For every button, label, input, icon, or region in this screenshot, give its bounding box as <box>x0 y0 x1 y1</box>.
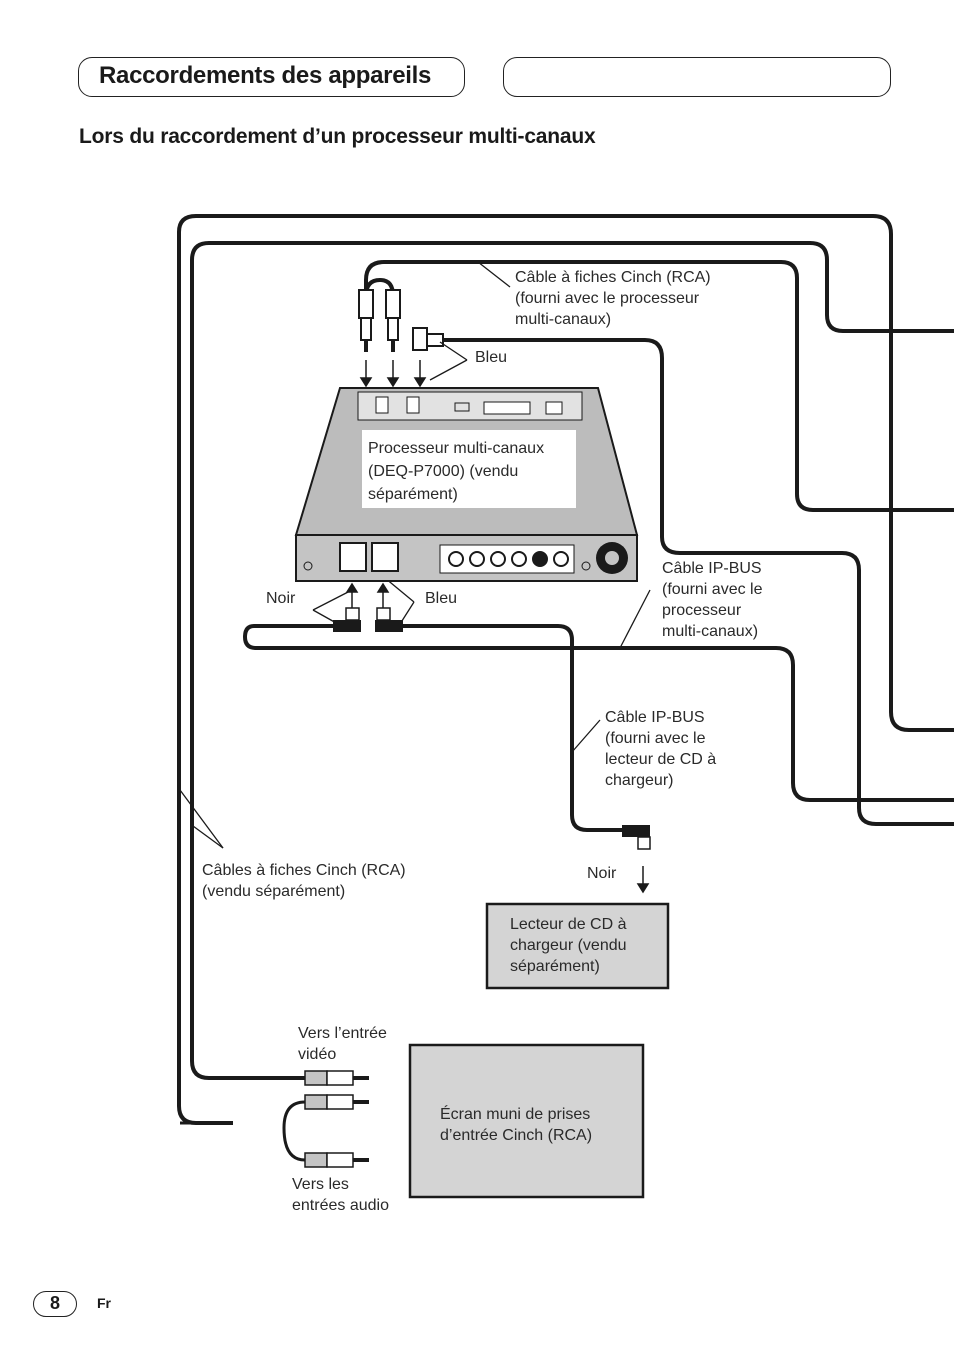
ipbus-cable-cd <box>403 624 624 832</box>
label-noir-left: Noir <box>266 590 296 607</box>
label-audio-inputs: Vers les entrées audio <box>292 1176 389 1214</box>
processor-unit <box>294 387 639 582</box>
cd-changer-box <box>485 902 670 990</box>
label-video-input: Vers l’entrée vidéo <box>298 1025 387 1063</box>
arrows-into-ipbus <box>345 582 390 608</box>
section-title: Raccordements des appareils <box>99 62 432 89</box>
rca-plug-left <box>358 289 374 352</box>
ipbus-plug-cd <box>622 825 651 850</box>
audio-cable-split <box>282 1100 306 1162</box>
ipbus-cable-processor <box>242 624 954 802</box>
outer-cable-1 <box>177 214 954 1125</box>
language-code: Fr <box>97 1295 111 1311</box>
arrows-into-processor <box>359 360 427 388</box>
display-box <box>408 1043 645 1199</box>
rca-plug-audio-2 <box>304 1152 369 1168</box>
label-cd-changer: Lecteur de CD à chargeur (vendu séparéme… <box>510 916 627 975</box>
rca-cable-split <box>364 277 395 297</box>
label-bleu-top: Bleu <box>475 349 508 366</box>
rca-cable-processor <box>364 260 954 512</box>
blank-header-pill <box>503 57 891 97</box>
rca-plug-audio-1 <box>304 1094 369 1110</box>
ipbus-plug-blue <box>375 607 403 632</box>
label-noir-cd: Noir <box>587 865 617 882</box>
label-rca-cable-processor: Câble à fiches Cinch (RCA) (fourni avec … <box>515 269 711 328</box>
page-subtitle: Lors du raccordement d’un processeur mul… <box>79 125 596 148</box>
label-ipbus-cd: Câble IP-BUS (fourni avec le lecteur de … <box>605 709 717 789</box>
rca-plug-video <box>304 1070 369 1086</box>
outer-cable-2 <box>190 241 954 1080</box>
rca-plug-right <box>385 289 401 352</box>
page-number: 8 <box>33 1291 77 1317</box>
label-processor: Processeur multi-canaux (DEQ-P7000) (ven… <box>368 440 545 503</box>
label-bleu-mid: Bleu <box>425 590 458 607</box>
label-ipbus-processor: Câble IP-BUS (fourni avec le processeur … <box>662 560 763 640</box>
section-title-pill: Raccordements des appareils <box>78 57 465 97</box>
label-rca-cables-sold: Câbles à fiches Cinch (RCA) (vendu sépar… <box>202 862 406 900</box>
label-display: Écran muni de prises d’entrée Cinch (RCA… <box>440 1106 593 1144</box>
ipbus-plug-black <box>333 607 361 632</box>
blue-cable-right <box>440 338 954 826</box>
arrow-into-cd <box>636 866 650 894</box>
blue-connector-top <box>412 327 444 351</box>
